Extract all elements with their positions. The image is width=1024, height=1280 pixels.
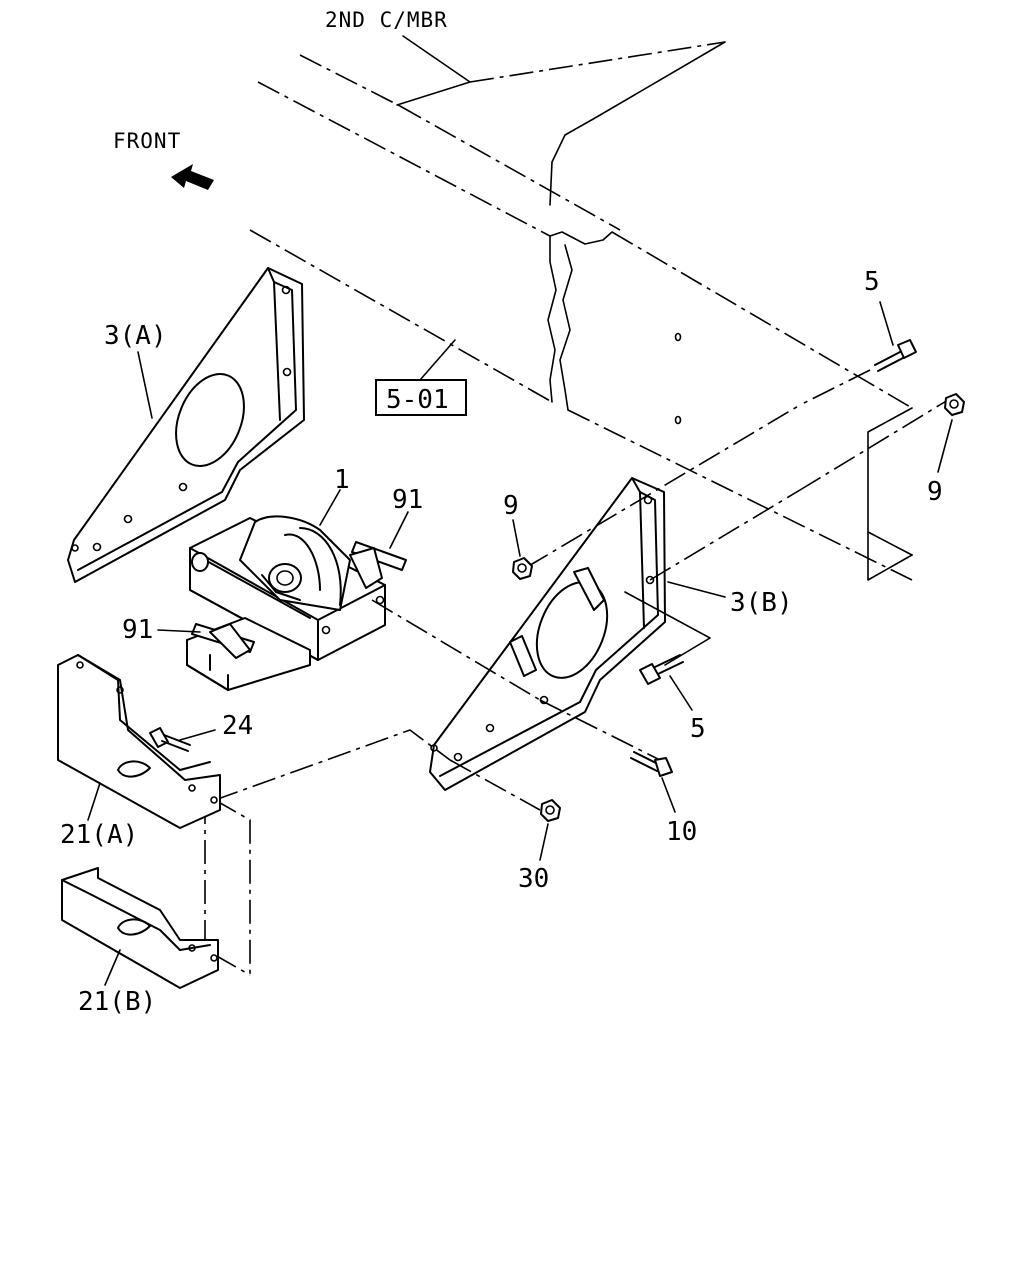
leader-21a <box>87 782 101 821</box>
callout-9-right: 9 <box>927 477 943 507</box>
bolt-24 <box>149 727 191 752</box>
front-arrow-icon <box>171 164 214 190</box>
reference-box-label: 5-01 <box>386 385 449 415</box>
callout-5-bottom: 5 <box>690 714 706 744</box>
callout-9-left: 9 <box>503 491 519 521</box>
reference-box[interactable]: 5-01 <box>375 379 467 416</box>
leader-1 <box>319 489 341 526</box>
callout-21a: 21(A) <box>60 820 138 850</box>
leader-3a <box>137 351 153 419</box>
leader-21b <box>104 949 121 986</box>
bracket-3b <box>429 477 666 791</box>
washer-91-top <box>349 541 407 589</box>
callout-24: 24 <box>222 711 253 741</box>
leader-5-bottom <box>669 675 693 711</box>
cover-21a <box>57 654 221 829</box>
bolt-10 <box>630 751 673 777</box>
cross-member-frame <box>249 41 913 581</box>
bolt-5-bottom <box>639 654 684 685</box>
member-label: 2ND C/MBR <box>325 8 448 32</box>
cover-21b <box>61 867 219 989</box>
leader-5-top <box>879 301 894 346</box>
callout-5-top: 5 <box>864 267 880 297</box>
leader-24 <box>179 729 216 741</box>
callout-30: 30 <box>518 864 549 894</box>
leader-91-top <box>389 511 409 549</box>
front-label: FRONT <box>113 129 181 153</box>
callout-3b: 3(B) <box>730 588 793 618</box>
callout-21b: 21(B) <box>78 987 156 1017</box>
leader-91-left <box>157 629 201 633</box>
nut-9-left <box>512 557 533 580</box>
callout-91-left: 91 <box>122 615 153 645</box>
leader-30 <box>539 823 549 861</box>
bracket-3a <box>67 267 305 583</box>
nut-9-right <box>944 393 965 416</box>
reference-leader <box>419 339 456 381</box>
member-leader <box>396 35 471 106</box>
leader-10 <box>661 777 676 813</box>
leader-9-left <box>512 519 521 557</box>
callout-1: 1 <box>334 465 350 495</box>
callout-3a: 3(A) <box>104 321 167 351</box>
callout-91-top: 91 <box>392 485 423 515</box>
nut-30 <box>540 799 561 822</box>
leader-9-right <box>937 419 953 473</box>
callout-10: 10 <box>666 817 697 847</box>
leader-3b <box>667 581 726 598</box>
washer-91-left <box>191 623 255 659</box>
bolt-5-top <box>874 339 917 372</box>
